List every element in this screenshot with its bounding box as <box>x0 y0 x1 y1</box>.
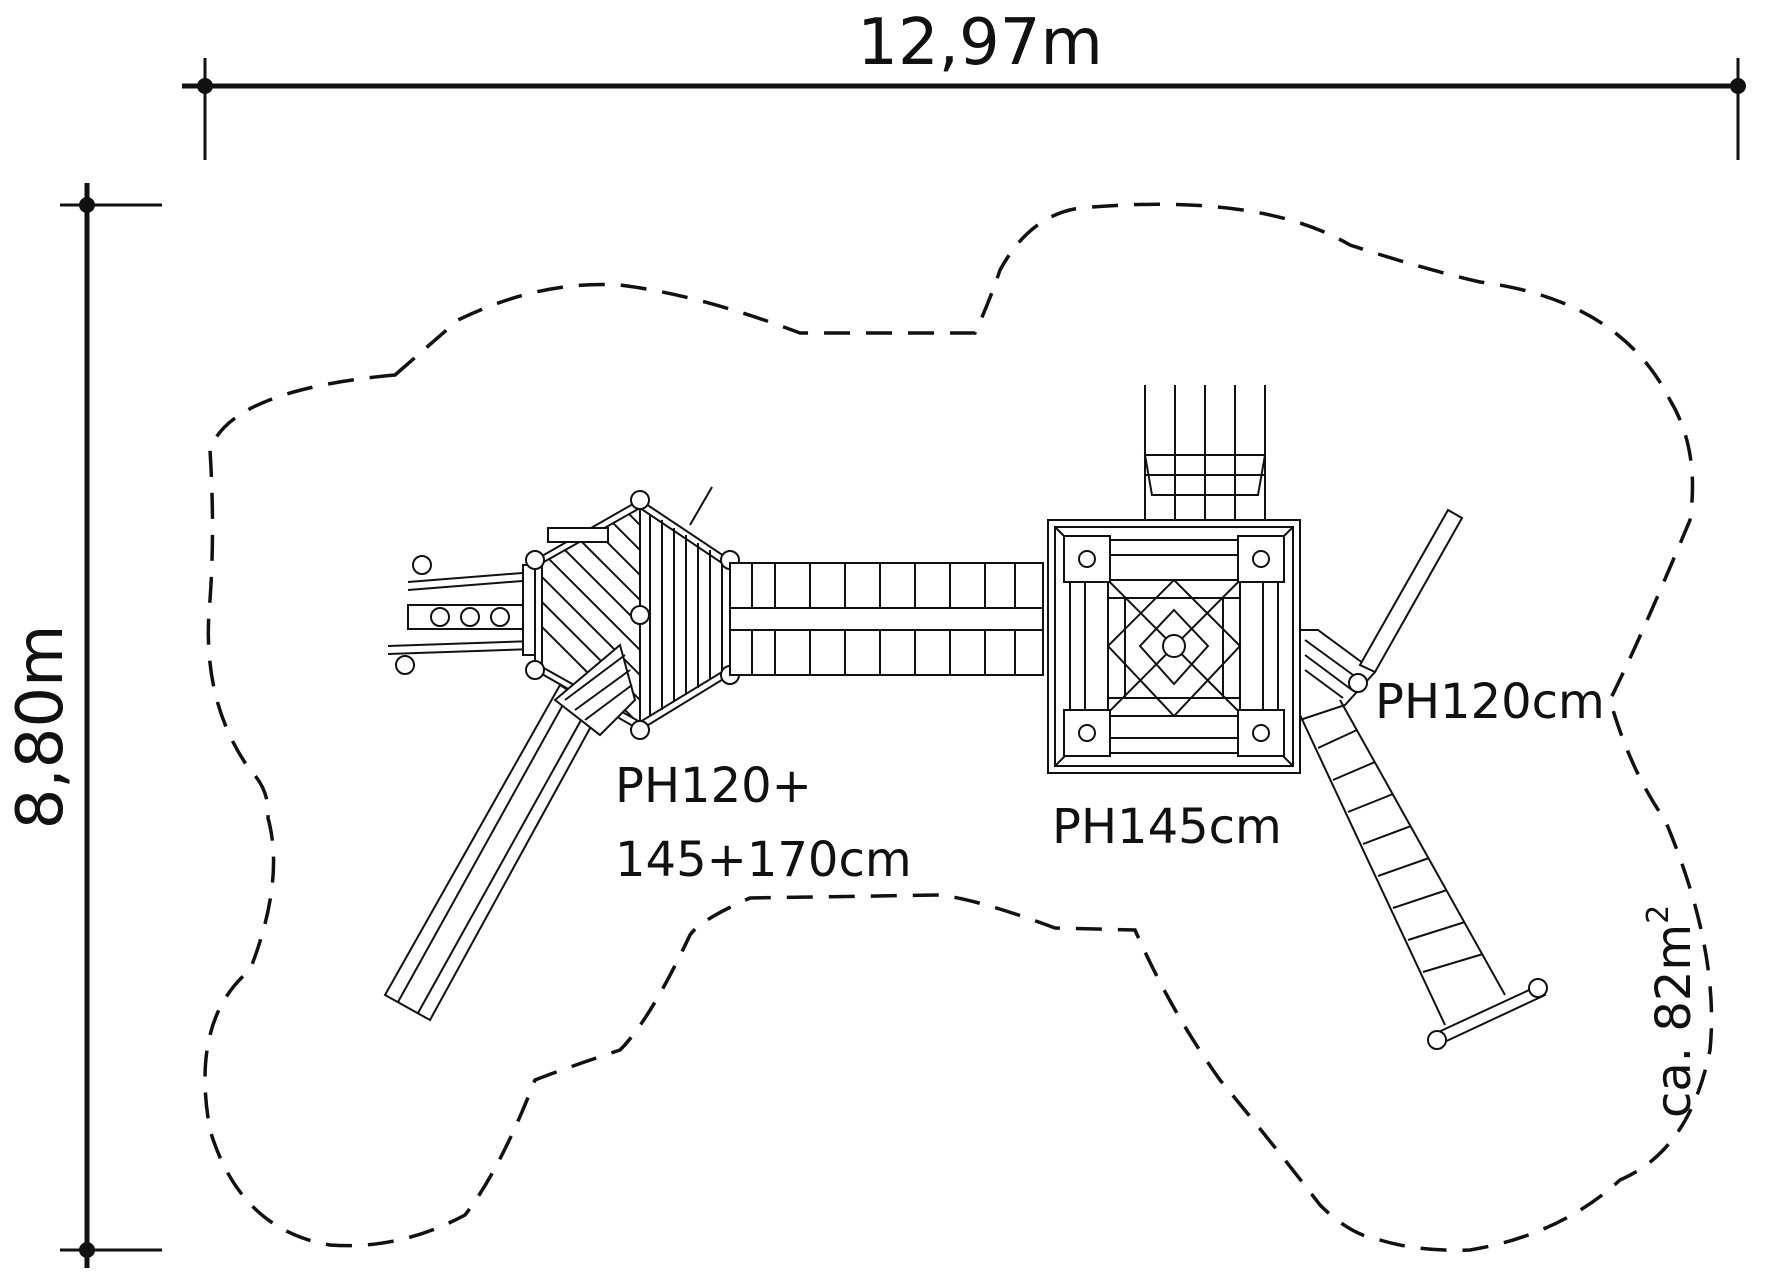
left-tower-height-line1: PH120+ <box>615 758 812 814</box>
center-tower-height: PH145cm <box>1052 799 1282 855</box>
left-tower <box>387 486 740 740</box>
climbing-net <box>1143 385 1267 520</box>
area-label: ca. 82m2 <box>1641 905 1702 1118</box>
area-label-superscript: 2 <box>1641 905 1676 924</box>
svg-text:ca. 82m2: ca. 82m2 <box>1641 905 1702 1118</box>
right-structure <box>1299 508 1548 1050</box>
center-tower <box>1047 519 1301 774</box>
height-dimension: 8,80m <box>4 183 162 1268</box>
safety-zone-outline <box>203 202 1714 1253</box>
width-dimension: 12,97m <box>182 6 1746 160</box>
right-tower-height: PH120cm <box>1375 674 1605 730</box>
left-rails <box>387 555 536 675</box>
slide <box>383 643 637 1022</box>
left-tower-height-line2: 145+170cm <box>615 832 912 888</box>
bridge <box>729 562 1044 676</box>
area-label-text: ca. 82m <box>1646 924 1702 1118</box>
width-label: 12,97m <box>857 6 1103 80</box>
height-label: 8,80m <box>4 625 78 830</box>
ladder <box>1299 699 1548 1050</box>
